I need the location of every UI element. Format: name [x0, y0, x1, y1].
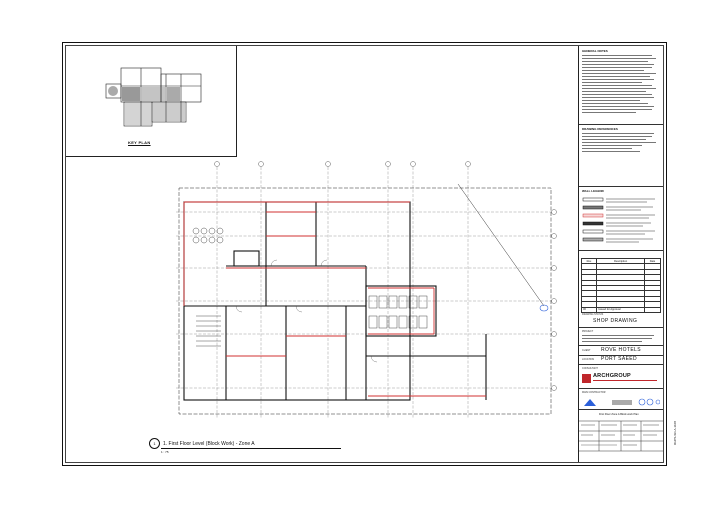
general-notes-section: GENERAL NOTES: [579, 46, 663, 125]
floor-plan-drawing: [176, 161, 557, 418]
wall-legend-section: WALL LEGEND: [579, 186, 663, 251]
wall-legend-header: WALL LEGEND: [582, 189, 604, 193]
key-plan-label: KEY PLAN: [128, 140, 151, 145]
project-label: PROJECT: [582, 330, 594, 333]
client-name: ROVE HOTELS: [601, 347, 641, 353]
client-label: CLIENT: [582, 349, 591, 352]
key-plan-drawing: [105, 67, 202, 127]
grid-bubble-icon: [465, 161, 471, 167]
grid-bubble-icon: [214, 161, 220, 167]
sheet-inner-border: KEY PLAN: [65, 45, 677, 463]
drawing-references-header: DRAWING REFERENCES: [582, 127, 618, 131]
grid-bubble-icon: [551, 331, 557, 337]
location-label: LOCATION: [582, 358, 595, 361]
grid-bubble-icon: [385, 161, 391, 167]
sheet-info-grid: [579, 420, 663, 452]
grid-bubble-icon: [551, 385, 557, 391]
view-number-icon: 1: [149, 438, 160, 449]
contractor-logos: [584, 398, 660, 406]
drawing-status: SHOP DRAWING: [593, 318, 638, 324]
section-marker-icon: [539, 304, 549, 312]
view-title-underline: [161, 448, 341, 449]
location-name: PORT SAEED: [601, 356, 638, 362]
key-plan-panel: KEY PLAN: [66, 46, 237, 157]
drawing-sheet: KEY PLAN: [62, 42, 677, 466]
consultant-tagline: [593, 380, 657, 385]
vertical-drawing-number: RHPS-SD-A-1108: [673, 421, 677, 445]
grid-bubble-icon: [551, 298, 557, 304]
general-notes-header: GENERAL NOTES: [582, 49, 608, 53]
view-title: 1 1. First Floor Level (Block Work) - Zo…: [149, 438, 255, 449]
contractor-label: MAIN CONTRACTOR: [582, 391, 606, 394]
consultant-label: CONSULTANT: [582, 367, 598, 370]
wall-legend-swatches: [582, 197, 655, 243]
revision-note: Issued for Approval: [596, 306, 645, 313]
consultant-name: ARCHGROUP: [593, 373, 631, 379]
sheet-title: First Floor Zone A Block work Plan: [599, 413, 639, 416]
view-name: 1. First Floor Level (Block Work) - Zone…: [163, 440, 255, 447]
title-block: GENERAL NOTES: [578, 46, 663, 462]
drawing-references-section: DRAWING REFERENCES: [579, 124, 663, 187]
grid-bubble-icon: [551, 233, 557, 239]
contractor-logo-icon: [584, 399, 596, 406]
drawing-status-label: DRAWING STATUS: [582, 313, 604, 316]
grid-bubble-icon: [551, 209, 557, 215]
view-scale: 1 : 75: [161, 450, 169, 454]
grid-bubble-icon: [551, 265, 557, 271]
grid-bubble-icon: [258, 161, 264, 167]
grid-bubble-icon: [325, 161, 331, 167]
consultant-logo-icon: [582, 374, 591, 383]
grid-bubble-icon: [410, 161, 416, 167]
